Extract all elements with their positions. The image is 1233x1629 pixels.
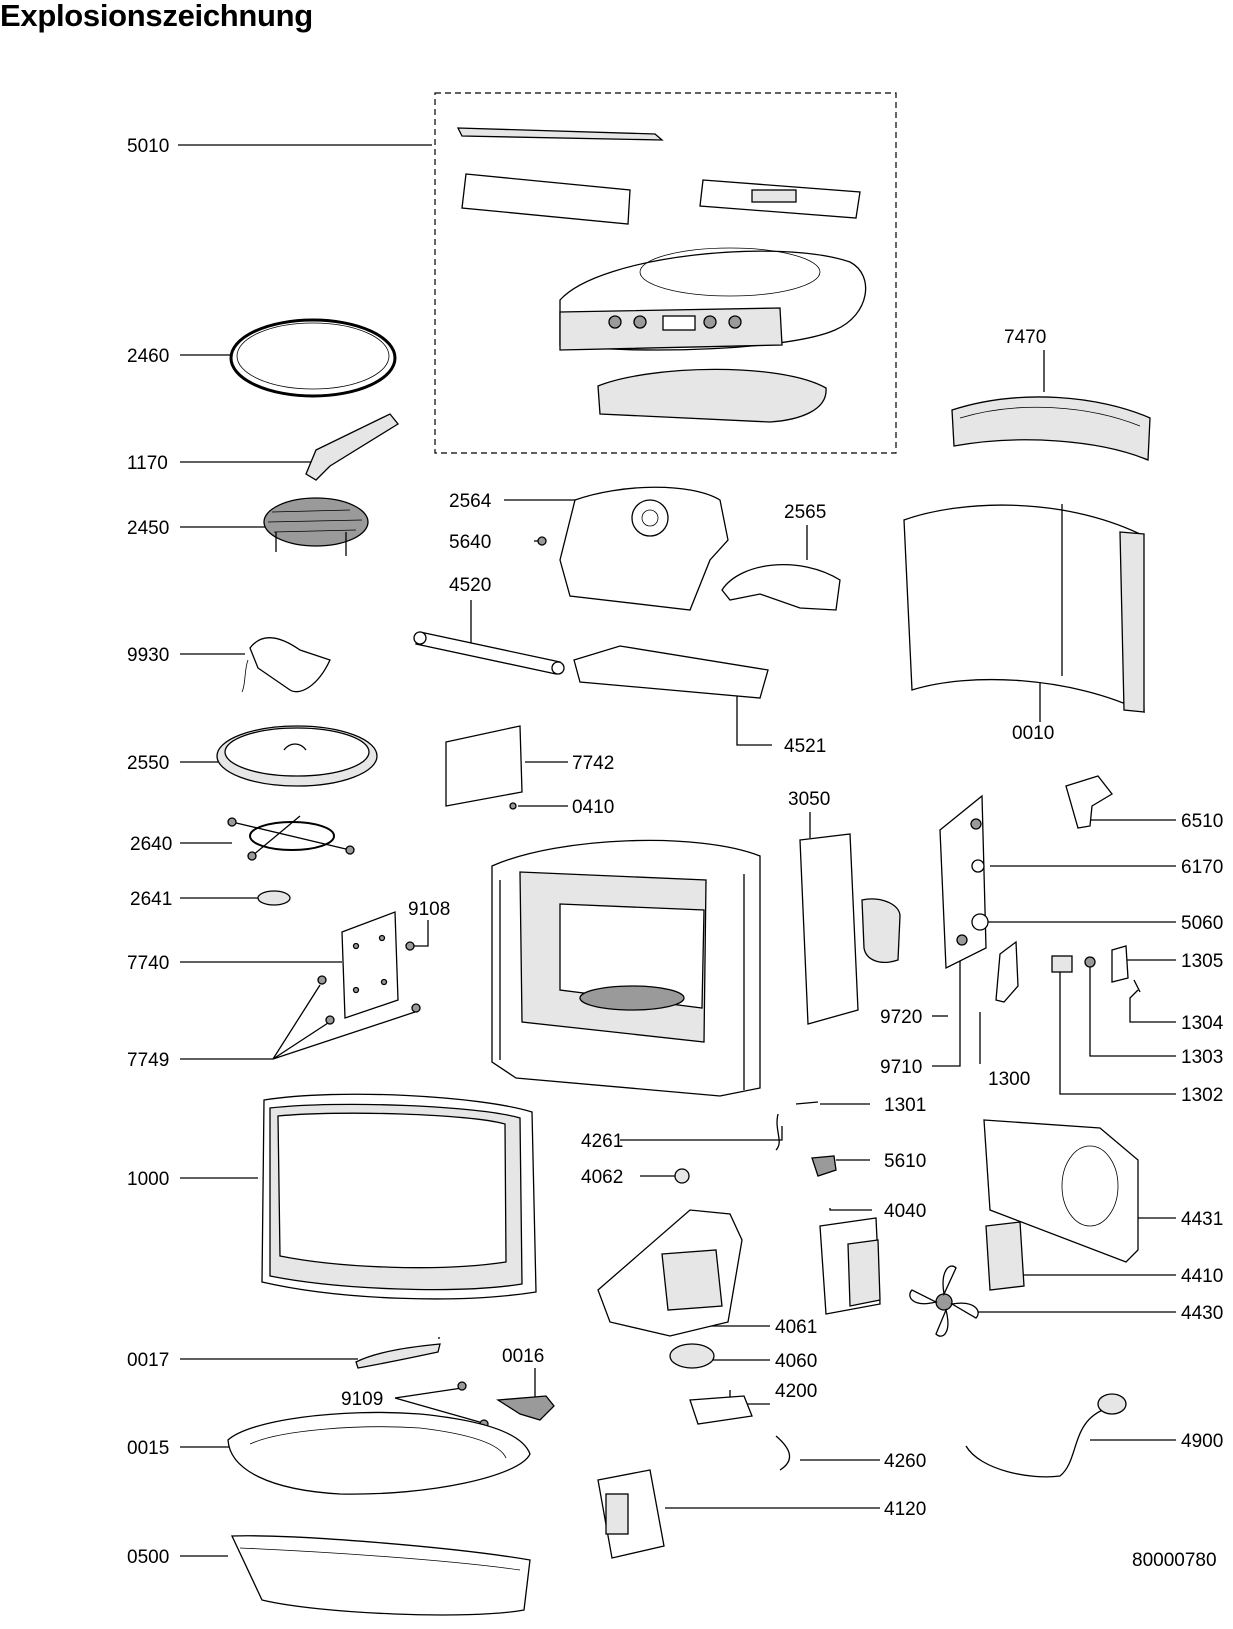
callout-5610: 5610 (884, 1151, 926, 1172)
part-4900-cable (965, 1393, 1127, 1478)
callout-2641: 2641 (130, 889, 172, 910)
callout-4200: 4200 (775, 1381, 817, 1402)
callout-3050: 3050 (788, 789, 830, 810)
part-4060-motor (669, 1343, 715, 1369)
callout-5640: 5640 (449, 532, 491, 553)
callout-1300: 1300 (988, 1069, 1030, 1090)
callout-1305: 1305 (1181, 951, 1223, 972)
callout-4900: 4900 (1181, 1431, 1223, 1452)
callout-4062: 4062 (581, 1167, 623, 1188)
part-5060-board (939, 794, 989, 970)
part-4431-fan-housing (983, 1119, 1139, 1263)
part-4200-capacitor (689, 1395, 753, 1425)
callout-7470: 7470 (1004, 327, 1046, 348)
callout-4061: 4061 (775, 1317, 817, 1338)
part-9930 (241, 637, 331, 693)
callout-5060: 5060 (1181, 913, 1223, 934)
part-4520-heater (413, 631, 565, 675)
callout-1302: 1302 (1181, 1085, 1223, 1106)
callout-5010: 5010 (127, 136, 169, 157)
callout-4430: 4430 (1181, 1303, 1223, 1324)
part-5010-control-assembly (434, 92, 897, 454)
drawing-number: 80000780 (1132, 1550, 1217, 1571)
part-3050-bracket (799, 833, 901, 1025)
callout-2564: 2564 (449, 491, 492, 512)
callout-0017: 0017 (127, 1350, 169, 1371)
callout-4260: 4260 (884, 1451, 926, 1472)
part-2640-roller (227, 815, 355, 861)
part-4260-wire (775, 1435, 791, 1471)
callout-0010: 0010 (1012, 723, 1054, 744)
page-title: Explosionszeichnung (0, 0, 313, 33)
part-5610 (811, 1155, 837, 1177)
callout-0500: 0500 (127, 1547, 169, 1568)
part-0015-base (227, 1411, 531, 1495)
part-4261-wire (775, 1113, 780, 1151)
callout-7749: 7749 (127, 1050, 169, 1071)
callout-1303: 1303 (1181, 1047, 1223, 1068)
part-0017-trim (355, 1343, 441, 1369)
callout-1301: 1301 (884, 1095, 926, 1116)
part-4430-fan-blade (909, 1265, 979, 1337)
callout-4261: 4261 (581, 1131, 623, 1152)
part-7740-plate (317, 911, 421, 1025)
part-2564-cover (537, 486, 729, 611)
callout-9710: 9710 (880, 1057, 922, 1078)
callout-2550: 2550 (127, 753, 169, 774)
part-0016-latch (457, 1381, 555, 1429)
callout-0016: 0016 (502, 1346, 544, 1367)
part-2565-shield (721, 563, 841, 611)
callout-4521: 4521 (784, 736, 826, 757)
part-0010-case (903, 504, 1145, 714)
callout-0015: 0015 (127, 1438, 169, 1459)
part-1170-handle (305, 413, 399, 481)
callout-4060: 4060 (775, 1351, 817, 1372)
part-7470-grille (951, 396, 1151, 461)
part-cavity (491, 839, 761, 1097)
callout-6510: 6510 (1181, 811, 1223, 832)
part-4040-transformer (819, 1217, 881, 1315)
part-4120-hv-transformer (597, 1469, 665, 1559)
callout-labels: 5010 2460 1170 2450 9930 2550 2640 2641 … (127, 136, 1224, 1571)
part-6510-lamp (1065, 775, 1113, 829)
part-2460-ring (229, 318, 397, 398)
part-2450-rack (263, 497, 369, 556)
part-0500-front (230, 1535, 531, 1616)
callout-4520: 4520 (449, 575, 491, 596)
part-4062 (674, 1168, 690, 1184)
part-1000-door (261, 1093, 537, 1300)
callout-9930: 9930 (127, 645, 169, 666)
callout-6170: 6170 (1181, 857, 1223, 878)
callout-4120: 4120 (884, 1499, 926, 1520)
callout-2640: 2640 (130, 834, 172, 855)
callout-4431: 4431 (1181, 1209, 1223, 1230)
part-4410-fan-motor (985, 1221, 1025, 1291)
callout-1000: 1000 (127, 1169, 169, 1190)
part-1301 (795, 1101, 819, 1105)
callout-1304: 1304 (1181, 1013, 1224, 1034)
leader-lines (178, 144, 1176, 1557)
part-7742 (445, 725, 523, 810)
part-1300-switch-set (995, 940, 1141, 1003)
part-2641-coupler (257, 890, 291, 906)
callout-2565: 2565 (784, 502, 826, 523)
callout-2450: 2450 (127, 518, 169, 539)
callout-9720: 9720 (880, 1007, 922, 1028)
callout-7742: 7742 (572, 753, 614, 774)
part-4061-housing (597, 1209, 743, 1337)
callout-7740: 7740 (127, 953, 169, 974)
part-4521-reflector (573, 645, 769, 699)
callout-2460: 2460 (127, 346, 169, 367)
callout-9109: 9109 (341, 1389, 383, 1410)
callout-0410: 0410 (572, 797, 614, 818)
callout-9108: 9108 (408, 899, 450, 920)
callout-4040: 4040 (884, 1201, 926, 1222)
part-2550-turntable (216, 725, 378, 787)
callout-4410: 4410 (1181, 1266, 1223, 1287)
callout-1170: 1170 (127, 453, 168, 474)
